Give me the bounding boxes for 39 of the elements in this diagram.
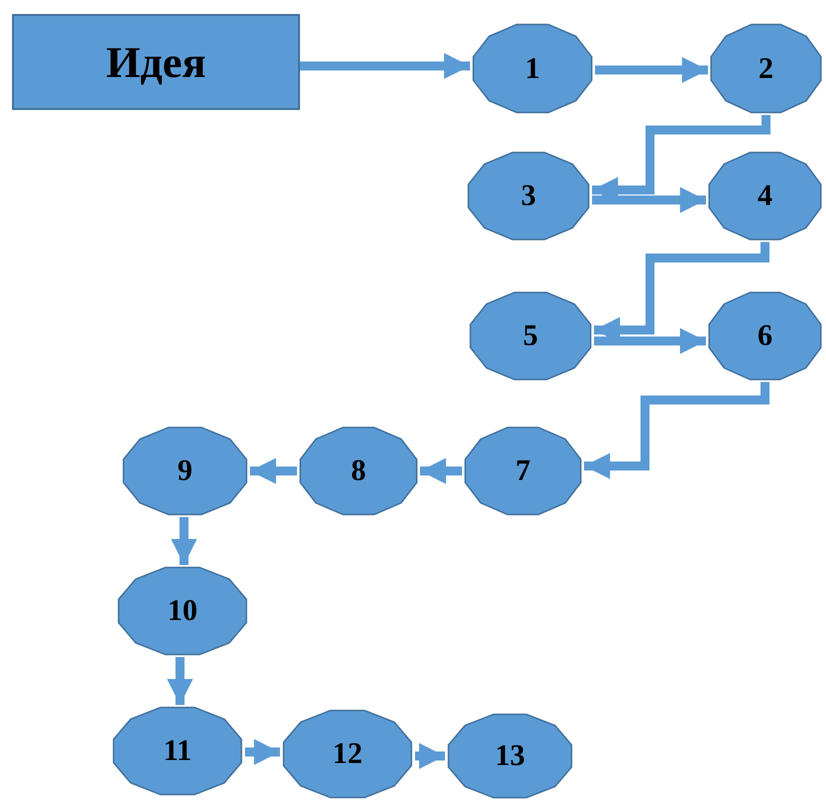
node-label: 10 bbox=[168, 594, 198, 628]
node-label: 13 bbox=[495, 739, 525, 773]
dodecagon-node bbox=[465, 150, 592, 242]
arrow bbox=[594, 328, 706, 354]
node-label: Идея bbox=[106, 36, 206, 88]
dodecagon-node bbox=[115, 565, 250, 657]
arrow bbox=[250, 458, 297, 484]
node-label: 3 bbox=[521, 179, 536, 213]
node-label: 2 bbox=[758, 52, 774, 86]
arrow bbox=[592, 187, 706, 213]
dodecagon-node bbox=[462, 425, 584, 517]
arrow bbox=[595, 57, 708, 83]
node-label: 8 bbox=[351, 454, 366, 488]
arrow bbox=[420, 458, 462, 484]
arrow bbox=[300, 53, 470, 79]
dodecagon-node bbox=[467, 290, 594, 382]
arrow bbox=[415, 743, 445, 769]
arrow bbox=[171, 517, 197, 565]
node-label: 12 bbox=[332, 737, 362, 771]
node-label: 1 bbox=[525, 52, 540, 86]
node-label: 5 bbox=[523, 319, 538, 353]
arrow bbox=[245, 739, 280, 765]
dodecagon-node bbox=[708, 22, 824, 115]
dodecagon-node bbox=[297, 425, 420, 517]
process-box bbox=[12, 14, 300, 110]
dodecagon-node bbox=[445, 712, 575, 800]
dodecagon-node bbox=[706, 150, 824, 242]
node-label: 6 bbox=[758, 319, 772, 353]
node-label: 11 bbox=[163, 734, 192, 768]
arrow bbox=[584, 382, 770, 479]
node-label: 7 bbox=[516, 454, 530, 488]
dodecagon-node bbox=[120, 425, 250, 517]
dodecagon-node bbox=[706, 290, 824, 382]
dodecagon-node bbox=[470, 22, 595, 115]
arrow bbox=[167, 657, 193, 705]
dodecagon-node bbox=[110, 705, 245, 797]
node-label: 9 bbox=[178, 454, 192, 488]
dodecagon-node bbox=[280, 708, 415, 800]
node-label: 4 bbox=[758, 179, 772, 213]
